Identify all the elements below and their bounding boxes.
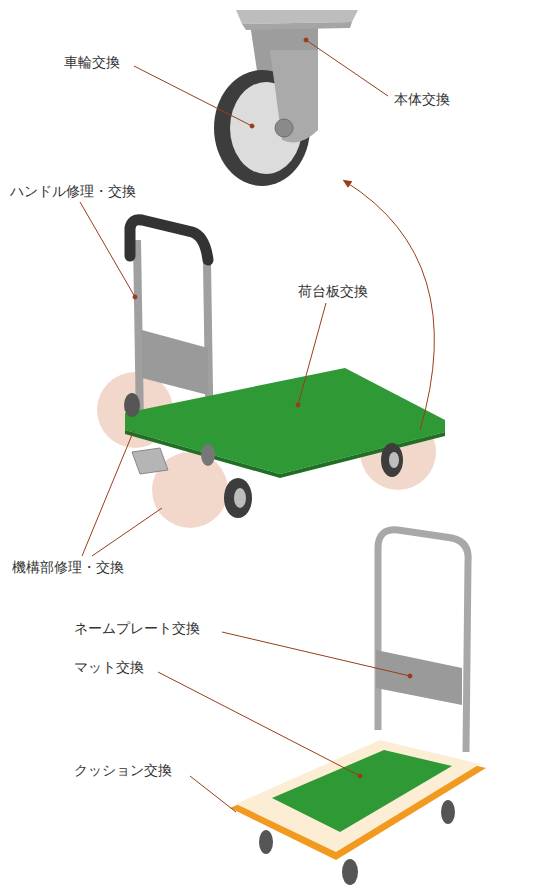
part-label: マット交換 <box>72 658 146 676</box>
cart-drawing <box>230 530 486 885</box>
caster-drawing <box>214 10 358 186</box>
cart-drawing <box>97 220 445 528</box>
part-label: クッション交換 <box>72 761 174 779</box>
part-label: 本体交換 <box>392 90 452 108</box>
part-label: 荷台板交換 <box>296 282 370 300</box>
part-label: 車輪交換 <box>62 53 122 71</box>
part-label: 機構部修理・交換 <box>10 558 126 576</box>
part-label: ハンドル修理・交換 <box>8 182 138 200</box>
leader-lines <box>80 38 434 812</box>
part-label: ネームプレート交換 <box>72 619 202 637</box>
